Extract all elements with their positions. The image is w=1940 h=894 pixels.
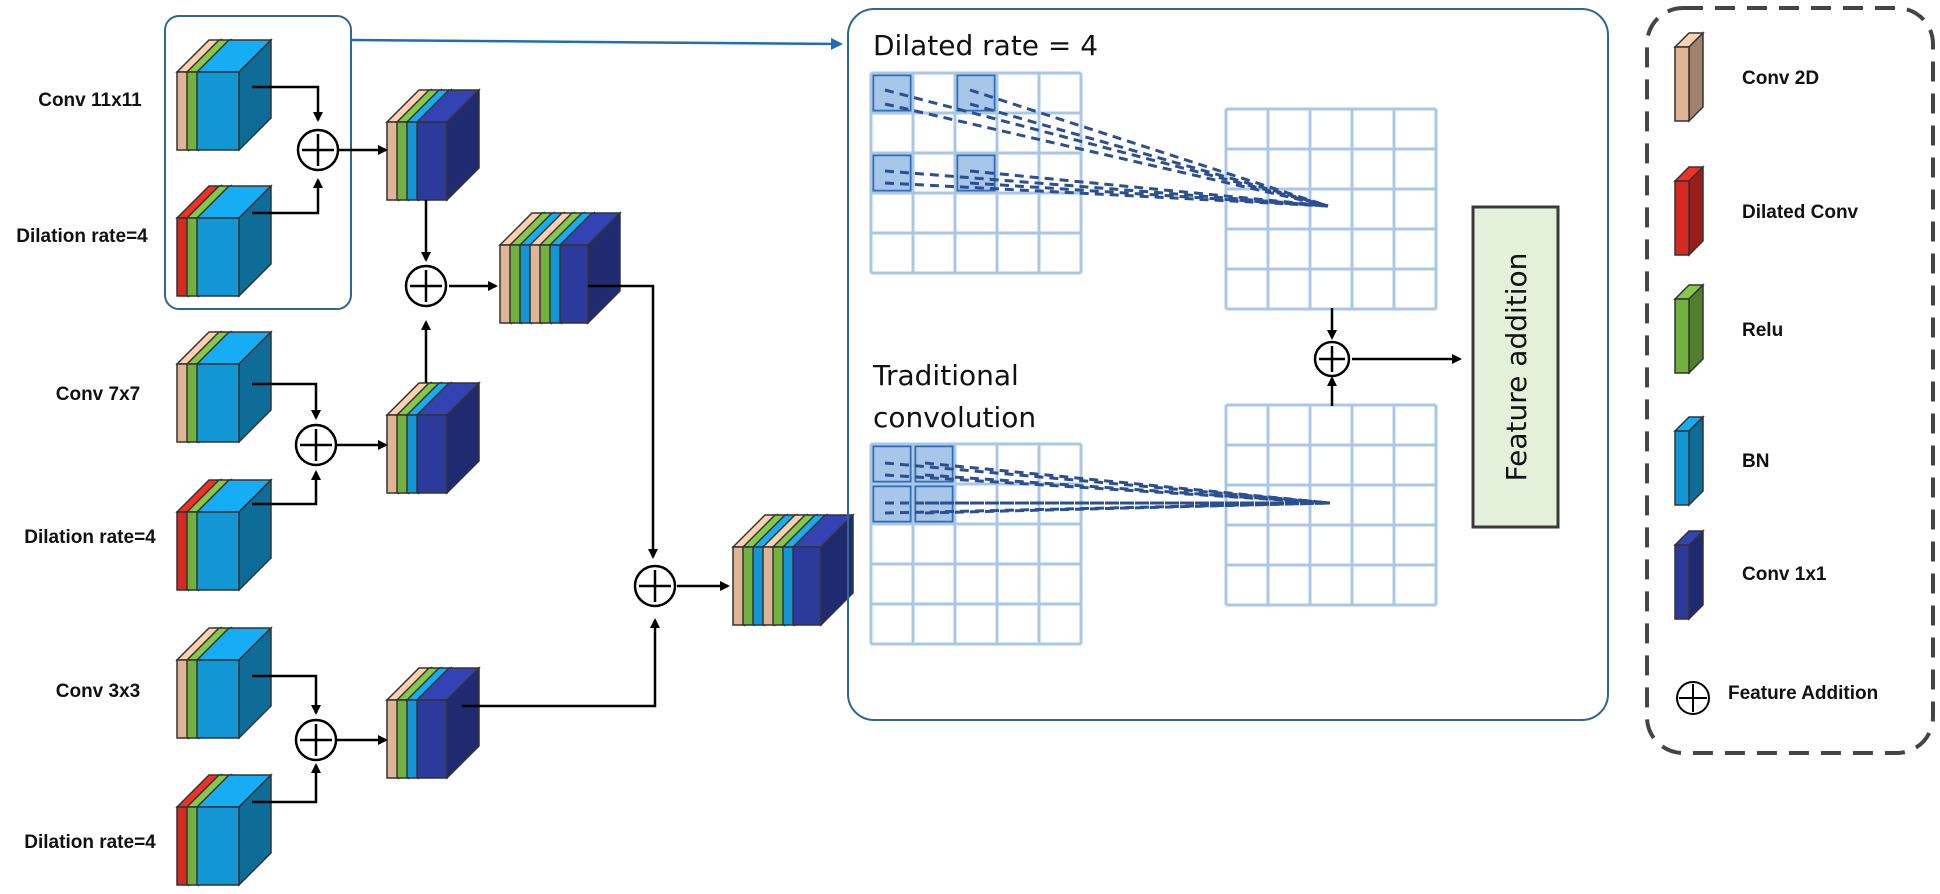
branch-3-out-stack <box>385 666 481 780</box>
branch-2-dilated-stack-layer-3 <box>195 478 273 592</box>
legend-swatch-3 <box>1673 283 1705 375</box>
legend-label-conv1x1: Conv 1x1 <box>1742 564 1827 585</box>
traditional-title-line2: convolution <box>873 401 1036 434</box>
traditional-title-line1: Traditional <box>872 359 1019 392</box>
feature-addition-box-label: Feature addition <box>1500 253 1533 482</box>
branch-1-conv-label: Conv 11x11 <box>38 90 142 111</box>
receptive-field-line <box>884 102 1329 208</box>
legend-label-bn: BN <box>1742 451 1769 472</box>
receptive-field-line <box>969 88 1329 208</box>
receptive-field-line <box>924 473 1331 505</box>
legend-box <box>1645 6 1935 755</box>
branch-1-out-stack-layer-4 <box>415 88 481 202</box>
branch-2-conv-stack <box>175 330 273 444</box>
dilated-output-grid <box>1224 107 1438 311</box>
branch-2-out-stack <box>385 381 481 495</box>
branch-1-conv-stack <box>175 38 273 152</box>
final-output-stack <box>731 513 855 627</box>
legend-items <box>1673 31 1710 715</box>
branch-2-dilation-label: Dilation rate=4 <box>24 527 156 548</box>
merge-1-stack-layer-7 <box>558 211 622 325</box>
dilated-input-grid <box>869 71 1083 275</box>
branch-3-conv-stack-layer-3 <box>195 626 273 740</box>
branch-3-conv-label: Conv 3x3 <box>56 681 140 702</box>
legend-label-dilated: Dilated Conv <box>1742 202 1859 223</box>
branch-2-dilated-stack <box>175 478 273 592</box>
detail-panel <box>847 8 1609 721</box>
plus-node-branch-3 <box>294 718 338 762</box>
legend-swatch-4 <box>1673 415 1705 507</box>
receptive-field-lines <box>884 88 1331 515</box>
legend-label-feature-addition: Feature Addition <box>1728 683 1878 704</box>
detail-arrows <box>1327 308 1462 406</box>
feature-addition-box <box>1471 205 1560 529</box>
legend-label-conv2d: Conv 2D <box>1742 68 1819 89</box>
legend-swatch-1 <box>1673 31 1705 123</box>
branch-1-dilation-label: Dilation rate=4 <box>16 226 148 247</box>
branch-3-conv-stack <box>175 626 273 740</box>
plus-node-detail <box>1313 340 1351 378</box>
merge-1-stack <box>498 211 622 325</box>
receptive-field-line <box>969 102 1329 208</box>
plus-node-branch-1 <box>296 128 340 172</box>
receptive-field-line <box>884 88 1329 208</box>
connection-lines <box>252 85 730 804</box>
final-output-stack-layer-7 <box>791 513 855 627</box>
dilated-rate-title: Dilated rate = 4 <box>873 29 1098 62</box>
legend-plus-icon <box>1676 681 1710 715</box>
legend-swatch-5 <box>1673 529 1705 621</box>
plus-node-merge-1 <box>404 264 448 308</box>
block-stacks <box>175 38 855 887</box>
receptive-field-line <box>924 461 1331 505</box>
plus-node-branch-2 <box>294 423 338 467</box>
branch-2-conv-label: Conv 7x7 <box>56 384 140 405</box>
branch-3-out-stack-layer-4 <box>415 666 481 780</box>
receptive-field-line <box>924 501 1331 515</box>
detail-link-arrow <box>350 37 843 50</box>
branch-2-conv-stack-layer-3 <box>195 330 273 444</box>
feature-addition-nodes <box>294 128 1351 762</box>
branch-3-dilated-stack <box>175 773 273 887</box>
branch-1-conv-stack-layer-3 <box>195 38 273 152</box>
legend-swatch-2 <box>1673 165 1705 257</box>
branch-1-dilated-stack <box>175 184 273 298</box>
legend-label-relu: Relu <box>1742 320 1783 341</box>
highlight-box <box>164 15 352 310</box>
branch-2-out-stack-layer-4 <box>415 381 481 495</box>
plus-node-final <box>633 564 677 608</box>
branch-1-out-stack <box>385 88 481 202</box>
branch-3-dilation-label: Dilation rate=4 <box>24 832 156 853</box>
